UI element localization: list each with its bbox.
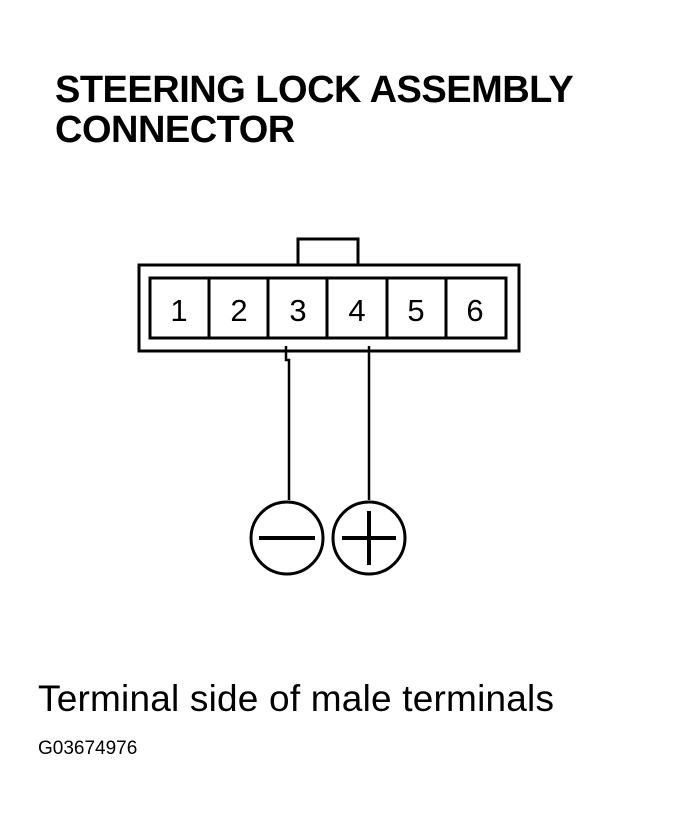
diagram-caption: Terminal side of male terminals [38, 678, 555, 719]
terminal-label-6: 6 [466, 293, 483, 328]
figure-id: G03674976 [38, 738, 138, 759]
terminal-label-2: 2 [230, 293, 247, 328]
minus-icon [249, 500, 325, 576]
terminal-label-1: 1 [170, 293, 187, 328]
terminal-label-4: 4 [348, 293, 365, 328]
diagram-title: STEERING LOCK ASSEMBLY CONNECTOR [55, 69, 574, 151]
negative-probe-lead [284, 346, 291, 500]
title-line-2: CONNECTOR [55, 109, 295, 151]
title-line-1: STEERING LOCK ASSEMBLY [55, 69, 574, 111]
connector-lock-tab [296, 237, 360, 268]
terminal-label-3: 3 [289, 293, 306, 328]
plus-icon [331, 500, 407, 576]
terminal-label-5: 5 [407, 293, 424, 328]
